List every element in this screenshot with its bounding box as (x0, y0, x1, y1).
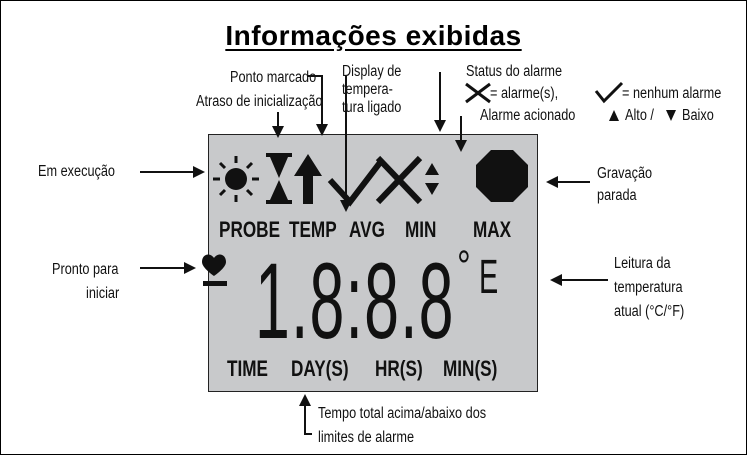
up-triangle-legend-icon (609, 110, 619, 121)
label-pronto-l2: iniciar (86, 285, 120, 302)
label-leitura-l3: atual (°C/°F) (614, 303, 685, 320)
up-arrow-icon (294, 154, 322, 204)
label-tempo-l1: Tempo total acima/abaixo dos (318, 405, 487, 422)
label-pronto-l1: Pronto para (52, 261, 119, 278)
lcd-temp: TEMP (289, 217, 337, 242)
label-gravacao-l1: Gravação (597, 165, 653, 182)
check-legend-icon (594, 81, 624, 104)
alarm-low-triangle-icon (425, 183, 439, 195)
lcd-max: MAX (473, 217, 512, 242)
label-alarme-acionado: Alarme acionado (480, 107, 576, 124)
lcd-avg: AVG (349, 217, 385, 242)
x-legend-icon (465, 82, 491, 104)
down-triangle-legend-icon (666, 110, 676, 121)
lcd-days: DAY(S) (291, 356, 349, 381)
label-display-l2: tempera- (342, 81, 393, 98)
lcd-digits: 1.8:8.8 (255, 240, 455, 361)
lcd-probe: PROBE (219, 217, 281, 242)
label-nenhum-alarme: = nenhum alarme (622, 85, 722, 102)
label-display-l1: Display de (342, 63, 402, 80)
label-alto: Alto / (625, 107, 654, 124)
label-alarme-s: = alarme(s), (490, 85, 559, 102)
x-icon (375, 155, 423, 205)
octagon-stop-icon (476, 150, 528, 202)
label-leitura-l1: Leitura da (614, 255, 671, 272)
label-display-l3: tura ligado (342, 99, 402, 116)
lcd-min: MIN (405, 217, 437, 242)
label-em-execucao: Em execução (38, 163, 116, 180)
label-leitura-l2: temperatura (614, 279, 683, 296)
label-tempo-l2: limites de alarme (318, 429, 415, 446)
lcd-unit: E (479, 251, 499, 304)
lcd-degree: ° (457, 242, 471, 291)
heart-icon (202, 254, 227, 286)
sun-icon (213, 156, 259, 202)
lcd-mins: MIN(S) (443, 356, 498, 381)
page-title: Informações exibidas (225, 20, 522, 51)
label-status-alarme: Status do alarme (466, 63, 563, 80)
check-icon (327, 158, 385, 207)
label-gravacao-l2: parada (597, 187, 637, 204)
label-ponto-marcado: Ponto marcado (230, 69, 317, 86)
alarm-high-triangle-icon (425, 163, 439, 175)
label-baixo: Baixo (682, 107, 714, 124)
hourglass-icon (266, 153, 292, 204)
lcd-hrs: HR(S) (375, 356, 423, 381)
label-atraso-inicializacao: Atraso de inicialização (196, 93, 323, 110)
lcd-time: TIME (227, 356, 268, 381)
